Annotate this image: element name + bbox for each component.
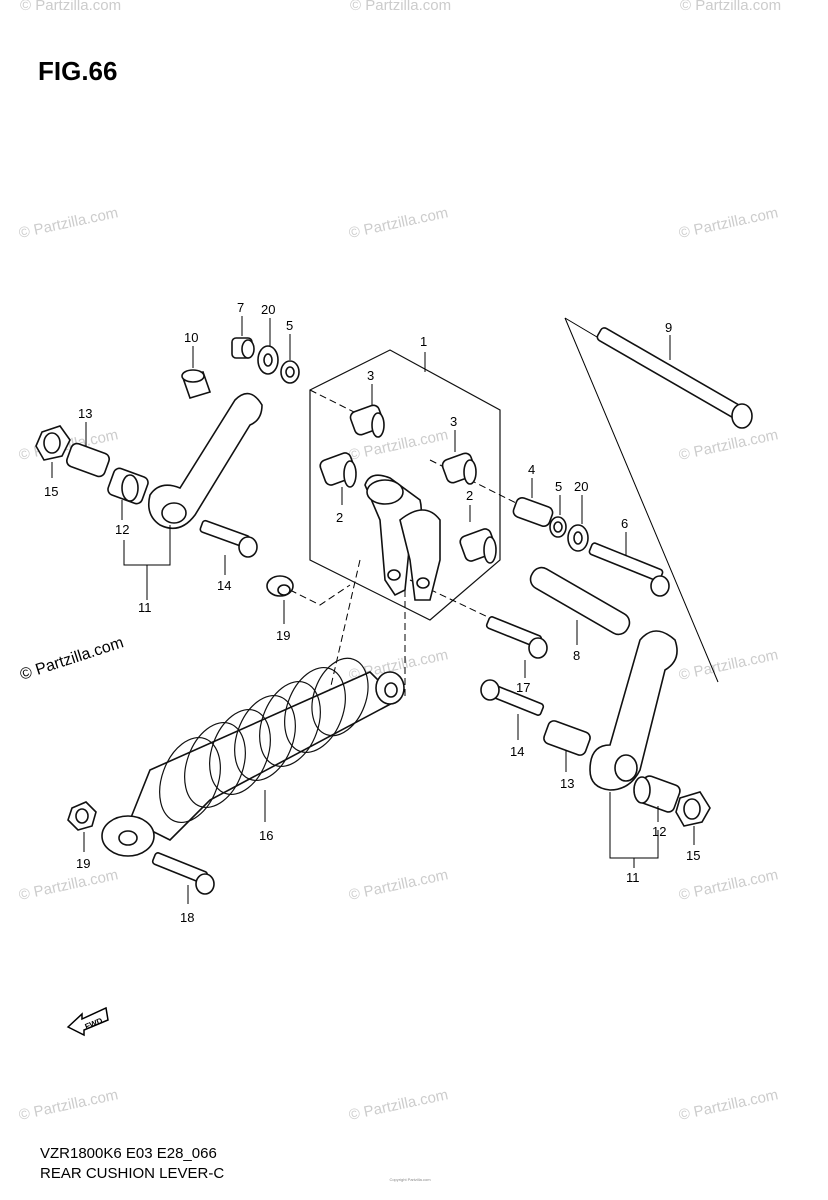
callout-number: 10 bbox=[184, 330, 198, 345]
callout-number: 12 bbox=[115, 522, 129, 537]
bolt-14-left bbox=[199, 519, 258, 558]
bolt-17 bbox=[485, 616, 548, 659]
watermark-dark: © Partzilla.com bbox=[18, 634, 126, 683]
pipe-8 bbox=[529, 566, 631, 636]
callout-number: 19 bbox=[276, 628, 290, 643]
nut-7 bbox=[231, 337, 255, 359]
watermark: © Partzilla.com bbox=[17, 204, 119, 242]
spacer-13-left bbox=[65, 442, 111, 478]
callout-number: 6 bbox=[621, 516, 628, 531]
copyright-note: Copyright Partzilla.com bbox=[389, 1177, 431, 1182]
watermark: © Partzilla.com bbox=[677, 866, 779, 904]
model-code: VZR1800K6 E03 E28_066 bbox=[40, 1145, 217, 1162]
bolt-9 bbox=[596, 327, 753, 429]
watermark: © Partzilla.com bbox=[347, 204, 449, 242]
bearing-12-left bbox=[107, 467, 149, 505]
watermark: © Partzilla.com bbox=[677, 646, 779, 684]
callout-number: 15 bbox=[686, 848, 700, 863]
figure-title: FIG.66 bbox=[38, 56, 118, 86]
callout-number: 4 bbox=[528, 462, 535, 477]
leader-lines bbox=[51, 316, 695, 904]
watermark: © Partzilla.com bbox=[677, 204, 779, 242]
callout-number: 17 bbox=[516, 680, 530, 695]
callout-number: 12 bbox=[652, 824, 666, 839]
callout-number: 20 bbox=[574, 479, 588, 494]
bracket-line bbox=[564, 317, 719, 683]
collar-19-upper bbox=[266, 575, 294, 597]
callout-number: 3 bbox=[367, 368, 374, 383]
bearing-12-right bbox=[633, 775, 681, 813]
watermark: © Partzilla.com bbox=[350, 0, 451, 14]
callout-number: 5 bbox=[286, 318, 293, 333]
shock-absorber bbox=[101, 657, 405, 857]
bearing-3-upper bbox=[349, 404, 385, 438]
callouts: 1 2 2 3 3 4 5 5 6 7 8 9 10 11 11 12 12 1… bbox=[44, 300, 700, 925]
spacer-4 bbox=[512, 496, 554, 528]
callout-number: 8 bbox=[573, 648, 580, 663]
collar-10 bbox=[181, 369, 212, 399]
bearing-2-left bbox=[319, 452, 357, 488]
callout-number: 13 bbox=[78, 406, 92, 421]
bolt-6 bbox=[588, 542, 670, 597]
cushion-rod-right bbox=[589, 630, 678, 791]
callout-number: 5 bbox=[555, 479, 562, 494]
callout-number: 11 bbox=[138, 600, 152, 615]
callout-number: 11 bbox=[626, 870, 640, 885]
callout-number: 3 bbox=[450, 414, 457, 429]
watermark: © Partzilla.com bbox=[677, 426, 779, 464]
cushion-rod-left bbox=[147, 392, 263, 530]
watermark: © Partzilla.com bbox=[17, 1086, 119, 1124]
cushion-lever-box bbox=[309, 349, 501, 621]
nut-15-left bbox=[35, 425, 71, 461]
spacer-13-right bbox=[543, 720, 591, 756]
bearing-2-right bbox=[459, 528, 497, 564]
callout-number: 13 bbox=[560, 776, 574, 791]
section-name: REAR CUSHION LEVER-C bbox=[40, 1165, 225, 1182]
watermark: © Partzilla.com bbox=[347, 1086, 449, 1124]
callout-number: 18 bbox=[180, 910, 194, 925]
cushion-lever bbox=[364, 474, 441, 601]
fwd-arrow-icon: FWD bbox=[66, 1006, 109, 1037]
bolt-18 bbox=[151, 852, 215, 895]
watermark: © Partzilla.com bbox=[17, 866, 119, 904]
callout-number: 9 bbox=[665, 320, 672, 335]
shock-spring bbox=[159, 657, 369, 824]
collar-19-lower bbox=[67, 801, 97, 831]
callout-number: 1 bbox=[420, 334, 427, 349]
callout-number: 20 bbox=[261, 302, 275, 317]
callout-number: 15 bbox=[44, 484, 58, 499]
callout-number: 2 bbox=[466, 488, 473, 503]
seal-5-right bbox=[549, 516, 567, 538]
seal-5-upper bbox=[280, 360, 300, 384]
washer-20-right bbox=[567, 524, 589, 552]
callout-number: 14 bbox=[217, 578, 231, 593]
watermark: © Partzilla.com bbox=[680, 0, 781, 14]
bearing-3-lower bbox=[441, 452, 477, 485]
callout-number: 19 bbox=[76, 856, 90, 871]
bolt-14-right bbox=[480, 679, 545, 716]
watermark: © Partzilla.com bbox=[347, 866, 449, 904]
washer-20-upper bbox=[257, 345, 279, 375]
callout-number: 2 bbox=[336, 510, 343, 525]
watermark: © Partzilla.com bbox=[20, 0, 121, 14]
callout-number: 14 bbox=[510, 744, 524, 759]
watermark: © Partzilla.com bbox=[677, 1086, 779, 1124]
callout-number: 16 bbox=[259, 828, 273, 843]
callout-number: 7 bbox=[237, 300, 244, 315]
nut-15-right bbox=[675, 791, 711, 827]
